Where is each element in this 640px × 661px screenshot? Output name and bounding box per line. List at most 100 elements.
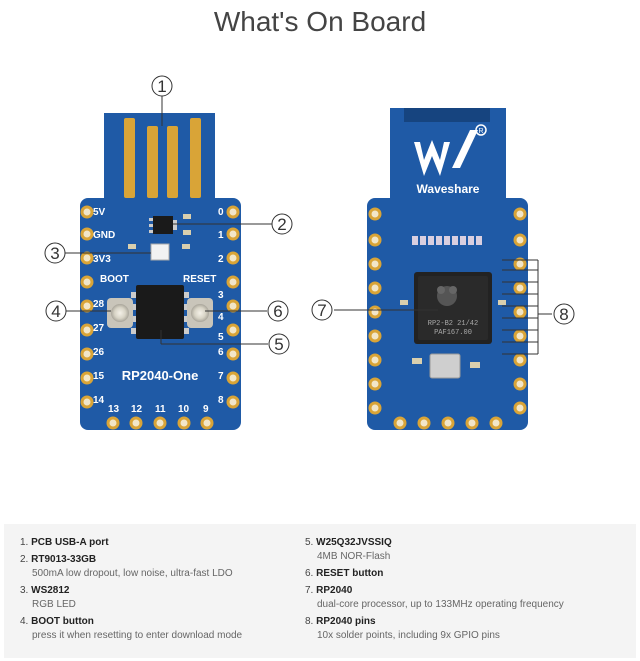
capacitor [182, 244, 190, 249]
pin-label-27: 27 [93, 323, 105, 334]
callout-2: 2 [277, 215, 286, 234]
back-board: R Waveshare [367, 108, 528, 430]
callout-5: 5 [274, 335, 283, 354]
spec-item: 7. RP2040 dual-core processor, up to 133… [305, 584, 625, 612]
pin-label-9: 9 [203, 404, 209, 415]
waveshare-logo-icon: R [414, 124, 487, 176]
brand-name: Waveshare [417, 182, 480, 196]
usb-a-contacts [124, 118, 201, 198]
spec-name: RP2040 pins [316, 616, 376, 627]
label-3v3: 3V3 [93, 254, 111, 265]
flash-chip [131, 285, 189, 339]
spec-panel: 1. PCB USB-A port 2. RT9013-33GB 500mA l… [4, 524, 636, 658]
capacitor [183, 230, 191, 235]
spec-num: 7. [305, 585, 314, 596]
spec-desc: 500mA low dropout, low noise, ultra-fast… [32, 568, 233, 579]
back-left-pads [368, 207, 382, 415]
label-5v: 5V [93, 207, 106, 218]
back-tongue-shade [404, 108, 490, 122]
spec-item: 5. W25Q32JVSSIQ 4MB NOR-Flash [305, 536, 625, 564]
pin-label-2: 2 [218, 254, 224, 265]
spec-name: WS2812 [31, 585, 70, 596]
capacitor [183, 214, 191, 219]
label-boot: BOOT [100, 274, 129, 285]
spec-column-left: 1. PCB USB-A port 2. RT9013-33GB 500mA l… [20, 536, 305, 646]
page-title: What's On Board [213, 6, 427, 37]
ws2812-led [150, 243, 170, 261]
pin-label-15: 15 [93, 371, 105, 382]
spec-item: 8. RP2040 pins 10x solder points, includ… [305, 615, 625, 643]
spec-num: 4. [20, 616, 29, 627]
spec-name: RT9013-33GB [31, 554, 97, 565]
back-right-pads [513, 207, 527, 415]
reset-button [187, 298, 213, 328]
pin-label-8: 8 [218, 395, 224, 406]
spec-item: 2. RT9013-33GB 500mA low dropout, low no… [20, 553, 305, 581]
pin-label-10: 10 [178, 404, 190, 415]
pin-label-13: 13 [108, 404, 120, 415]
spec-name: RP2040 [316, 585, 353, 596]
capacitor [400, 300, 408, 305]
spec-num: 3. [20, 585, 29, 596]
spec-desc: 10x solder points, including 9x GPIO pin… [317, 630, 500, 641]
pin-label-5: 5 [218, 332, 224, 343]
callout-markers: 1 2 3 4 5 6 7 8 [44, 75, 575, 355]
spec-desc: press it when resetting to enter downloa… [32, 630, 243, 641]
callout-circle-7 [311, 299, 333, 321]
spec-num: 1. [20, 537, 29, 548]
capacitor [470, 362, 480, 368]
spec-desc: dual-core processor, up to 133MHz operat… [317, 599, 564, 610]
pin-label-26: 26 [93, 347, 105, 358]
pin-label-0: 0 [218, 207, 224, 218]
callout-circle-1 [151, 75, 173, 97]
pin-label-11: 11 [155, 404, 166, 415]
pin-label-12: 12 [131, 404, 143, 415]
spec-desc: RGB LED [32, 599, 76, 610]
capacitor [128, 244, 136, 249]
back-usb-tongue [390, 108, 506, 204]
spec-name: W25Q32JVSSIQ [316, 537, 392, 548]
callout-circle-2 [271, 213, 293, 235]
callouts [65, 95, 552, 355]
callout-3: 3 [50, 244, 59, 263]
pin-label-6: 6 [218, 347, 224, 358]
callout-circle-6 [267, 300, 289, 322]
front-left-pads [80, 205, 94, 409]
pin-label-1: 1 [218, 230, 224, 241]
callout-circle-4 [45, 300, 67, 322]
boot-button [107, 298, 133, 328]
pin-label-3: 3 [218, 290, 224, 301]
rp2040-chip: RP2-B2 21/42 PAF167.00 [414, 272, 492, 344]
spec-item: 4. BOOT button press it when resetting t… [20, 615, 305, 643]
callout-circle-3 [44, 242, 66, 264]
svg-text:R: R [478, 128, 483, 135]
spec-num: 8. [305, 616, 314, 627]
board-name: RP2040-One [122, 368, 199, 383]
pin-label-4: 4 [218, 312, 224, 323]
label-reset: RESET [183, 274, 216, 285]
crystal-oscillator [429, 353, 461, 379]
chip-marking-2: PAF167.00 [434, 329, 472, 337]
test-pads-row [412, 236, 482, 245]
spec-item: 1. PCB USB-A port [20, 536, 305, 550]
pin-label-14: 14 [93, 395, 105, 406]
capacitor [412, 358, 422, 364]
back-bottom-pads [393, 416, 503, 430]
spec-num: 5. [305, 537, 314, 548]
callout-circle-5 [268, 333, 290, 355]
label-gnd: GND [93, 230, 115, 241]
callout-1: 1 [157, 77, 166, 96]
ldo-chip [149, 216, 177, 234]
spec-num: 6. [305, 568, 314, 579]
pin-label-28: 28 [93, 299, 105, 310]
callout-4: 4 [51, 302, 60, 321]
spec-item: 3. WS2812 RGB LED [20, 584, 305, 612]
front-board: 5V GND 3V3 BOOT RESET 28 27 26 15 14 0 1… [80, 113, 241, 430]
spec-column-right: 5. W25Q32JVSSIQ 4MB NOR-Flash 6. RESET b… [305, 536, 625, 646]
spec-num: 2. [20, 554, 29, 565]
front-bottom-pads [106, 416, 214, 430]
spec-name: RESET button [316, 568, 384, 579]
boards-illustration: 5V GND 3V3 BOOT RESET 28 27 26 15 14 0 1… [44, 75, 575, 430]
spec-item: 6. RESET button [305, 567, 625, 581]
capacitor [498, 300, 506, 305]
